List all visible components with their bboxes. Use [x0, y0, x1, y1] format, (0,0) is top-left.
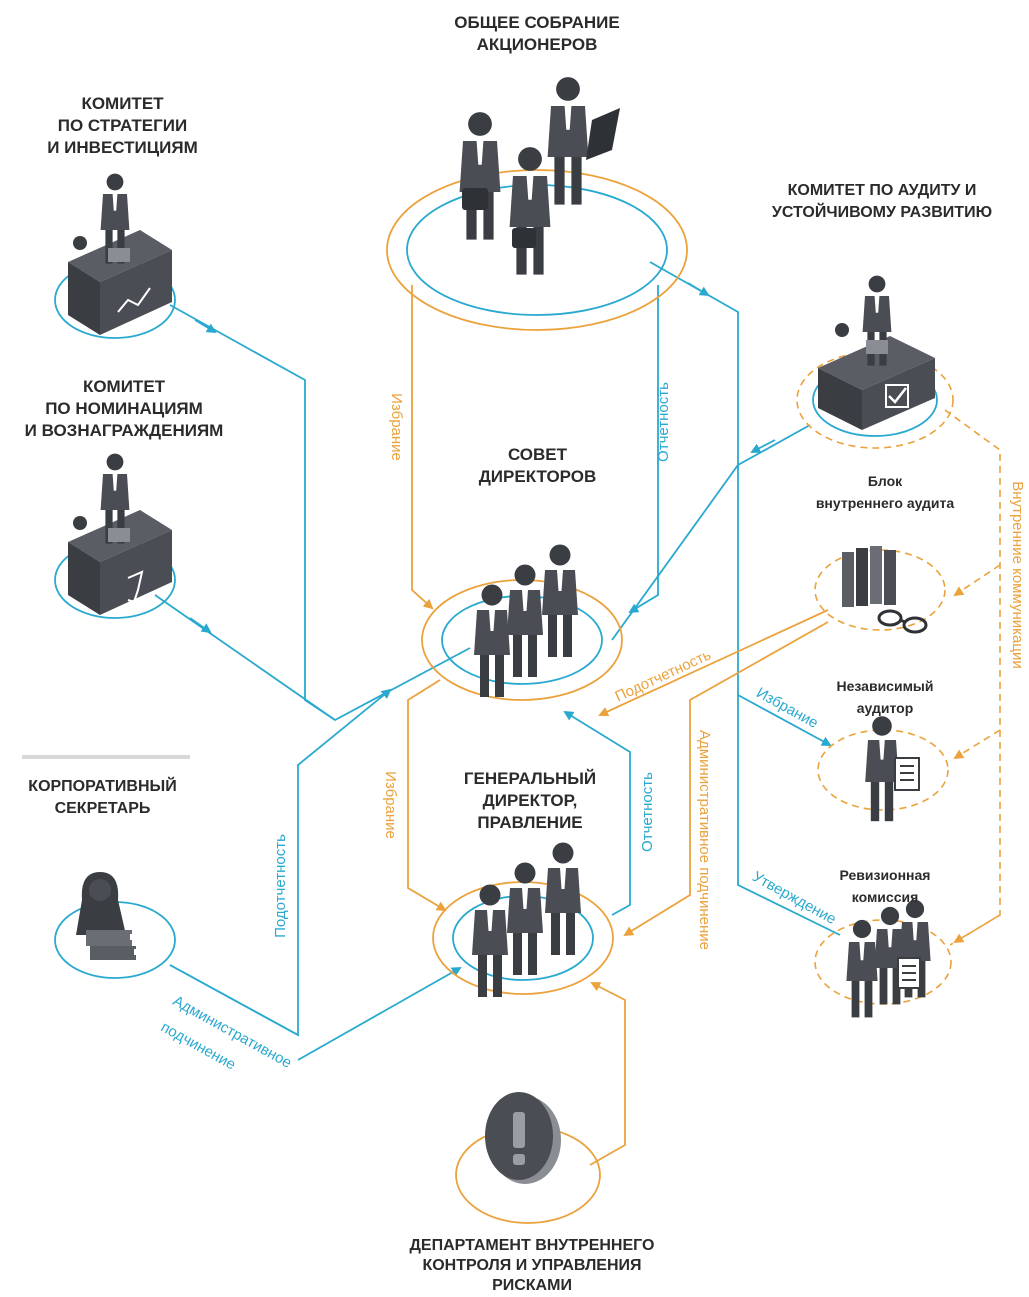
node-title-independent-auditor: Независимый аудитор — [836, 678, 934, 716]
connector-secretary-ceo-2 — [297, 967, 462, 1061]
flow-label-internal-comms: Внутренние коммуникации — [1009, 481, 1026, 668]
flow-label-admin-internal: Административное подчинение — [696, 730, 713, 950]
connector-strategy-board — [169, 304, 471, 722]
node-title-ceo-board: ГЕНЕРАЛЬНЫЙ ДИРЕКТОР, ПРАВЛЕНИЕ — [463, 769, 597, 832]
connector-election-board — [411, 285, 434, 610]
independent-auditor-icon — [865, 716, 920, 822]
connector-reporting-ceo — [563, 710, 631, 916]
connector-internalaudit-ceo — [623, 621, 829, 937]
flow-label-accountability-internal: Подотчетность — [612, 646, 713, 705]
revision-commission-icon — [846, 899, 931, 1018]
node-title-shareholders: ОБЩЕЕ СОБРАНИЕ АКЦИОНЕРОВ — [454, 13, 620, 54]
node-title-risk-department: ДЕПАРТАМЕНТ ВНУТРЕННЕГО КОНТРОЛЯ И УПРАВ… — [409, 1237, 655, 1294]
node-title-internal-audit: Блок внутреннего аудита — [815, 473, 955, 511]
ring-internal-audit — [814, 549, 946, 631]
board-members-icon — [474, 544, 578, 697]
shareholders-figures-icon — [459, 77, 620, 275]
divider-bar — [22, 755, 190, 759]
books-glasses-icon — [842, 546, 928, 634]
connector-internal-comms — [944, 409, 1001, 946]
nomination-desk-icon — [68, 453, 172, 615]
flow-label-election-board: Избрание — [388, 393, 405, 461]
audit-committee-desk-icon — [818, 275, 935, 430]
connector-internalaudit-board — [598, 609, 829, 717]
node-title-audit-committee: КОМИТЕТ ПО АУДИТУ И УСТОЙЧИВОМУ РАЗВИТИЮ — [771, 182, 993, 221]
connector-shareholders-spine — [649, 261, 841, 936]
ring-shareholders-outer — [386, 169, 688, 331]
node-title-corporate-secretary: КОРПОРАТИВНЫЙ СЕКРЕТАРЬ — [28, 778, 177, 817]
connector-auditcommittee-board — [611, 424, 811, 641]
flow-label-accountability-secretary: Подотчетность — [272, 834, 289, 938]
ring-independent-auditor — [817, 729, 949, 811]
warning-exclamation-icon — [485, 1092, 561, 1184]
connectors — [154, 261, 1001, 1166]
connector-secretary-ceo — [169, 964, 299, 1036]
flow-label-election-ceo: Избрание — [382, 771, 399, 839]
node-title-strategy-committee: КОМИТЕТ ПО СТРАТЕГИИ И ИНВЕСТИЦИЯМ — [47, 94, 198, 157]
node-title-revision-commission: Ревизионная комиссия — [839, 867, 931, 905]
node-title-nomination-committee: КОМИТЕТ ПО НОМИНАЦИЯМ И ВОЗНАГРАЖДЕНИЯМ — [24, 377, 224, 440]
connector-reporting-board — [628, 285, 659, 614]
connector-risk-ceo — [589, 982, 626, 1166]
connector-nomination-board — [154, 594, 336, 721]
secretary-icon — [76, 872, 140, 960]
connector-election-ceo — [407, 679, 447, 912]
flow-label-reporting-board: Отчетность — [655, 382, 672, 462]
strategy-desk-icon — [68, 173, 172, 335]
node-title-board: СОВЕТ ДИРЕКТОРОВ — [478, 445, 597, 486]
flow-label-reporting-ceo: Отчетность — [639, 772, 656, 852]
connector-election-auditor — [737, 694, 832, 746]
